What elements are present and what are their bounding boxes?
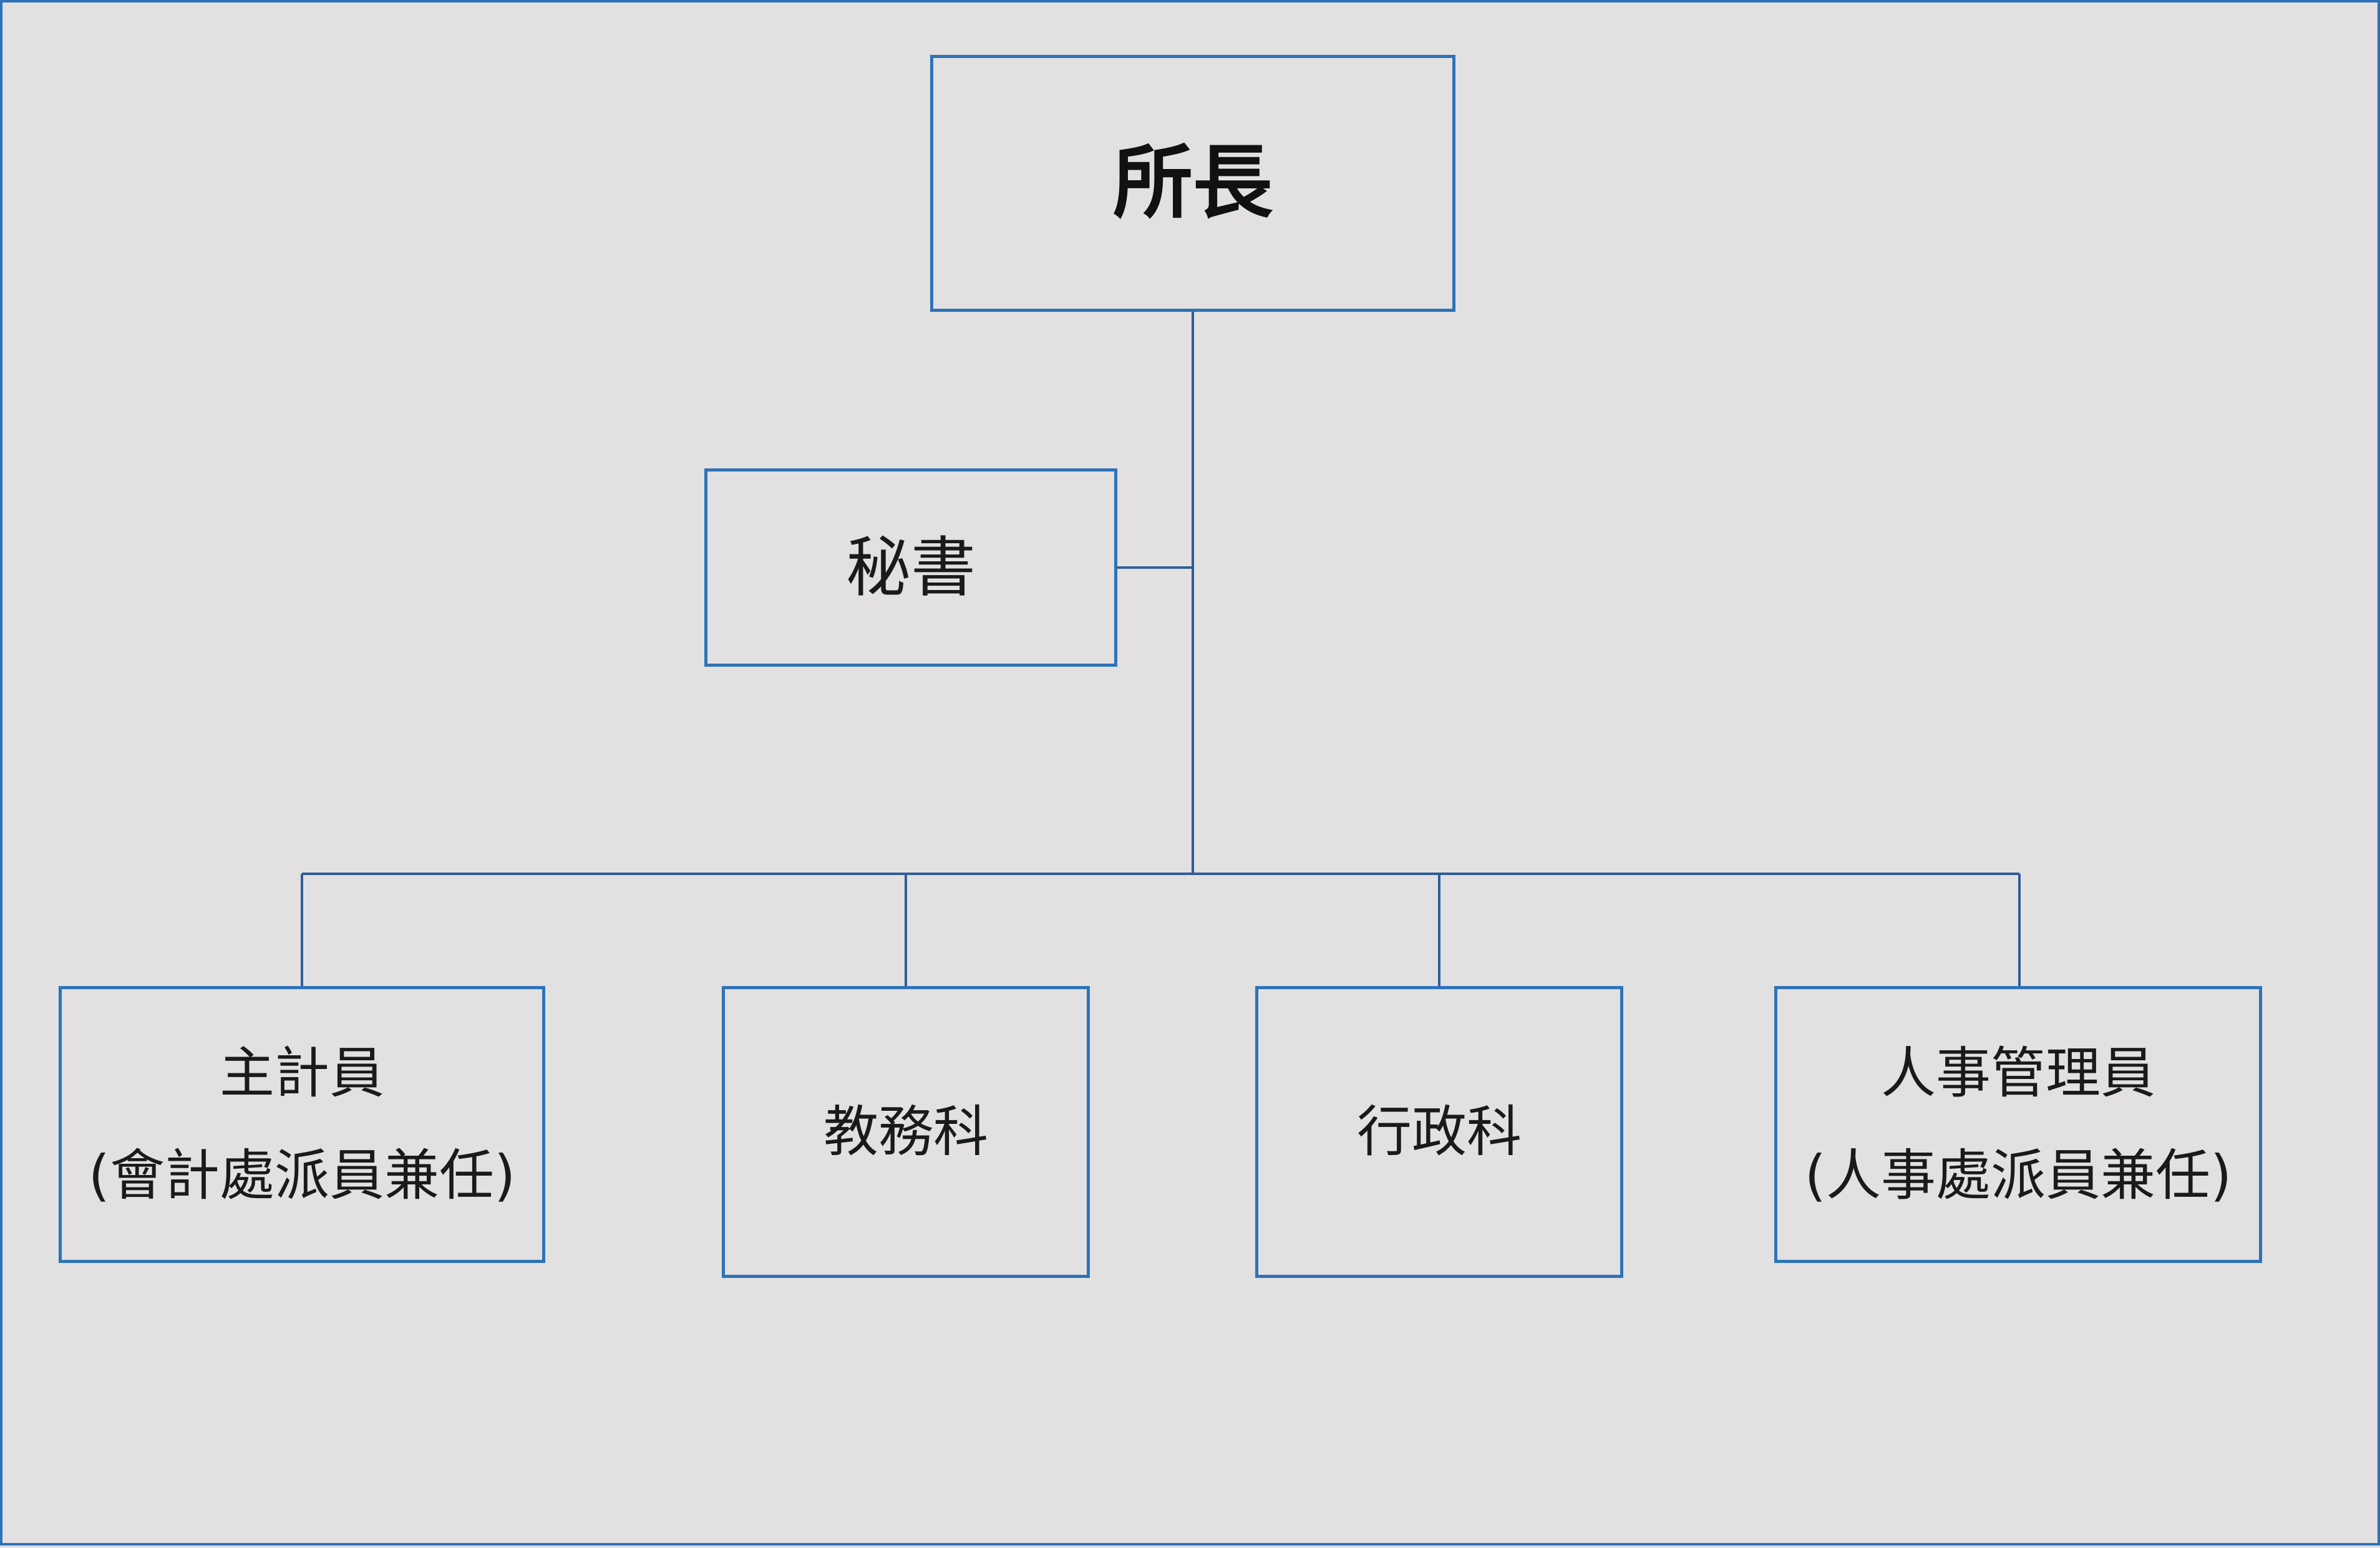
academic-affairs-box: 教務科 — [722, 986, 1090, 1278]
accountant-note: (會計處派員兼任) — [88, 1143, 516, 1207]
academic-affairs-label: 教務科 — [823, 1100, 988, 1164]
administration-box: 行政科 — [1255, 986, 1623, 1278]
secretary-label: 秘書 — [845, 530, 976, 606]
administration-label: 行政科 — [1356, 1100, 1522, 1164]
accountant-box: 主計員 (會計處派員兼任) — [59, 986, 545, 1263]
director-label: 所長 — [1112, 137, 1273, 230]
director-box: 所長 — [930, 55, 1455, 312]
personnel-box: 人事管理員 (人事處派員兼任) — [1774, 986, 2262, 1263]
accountant-label: 主計員 — [219, 1041, 384, 1105]
personnel-label: 人事管理員 — [1880, 1041, 2155, 1105]
secretary-box: 秘書 — [704, 468, 1117, 667]
personnel-note: (人事處派員兼任) — [1804, 1143, 2232, 1207]
